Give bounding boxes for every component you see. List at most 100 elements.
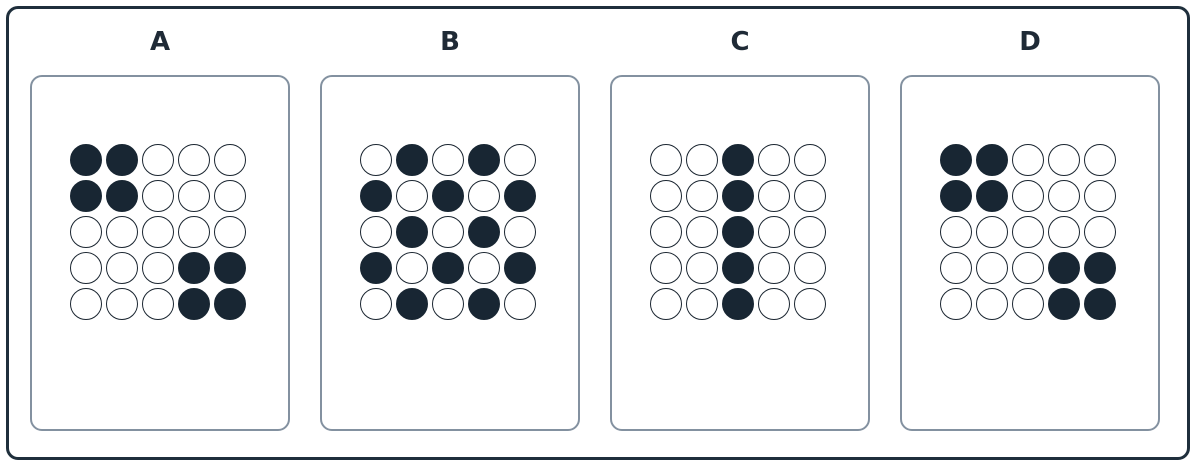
empty-dot xyxy=(142,180,174,212)
empty-dot xyxy=(650,216,682,248)
empty-dot xyxy=(686,216,718,248)
filled-dot xyxy=(504,180,536,212)
filled-dot xyxy=(360,252,392,284)
empty-dot xyxy=(794,288,826,320)
empty-dot xyxy=(142,288,174,320)
empty-dot xyxy=(504,216,536,248)
filled-dot xyxy=(70,180,102,212)
empty-dot xyxy=(758,288,790,320)
empty-dot xyxy=(794,144,826,176)
filled-dot xyxy=(468,144,500,176)
filled-dot xyxy=(178,252,210,284)
empty-dot xyxy=(794,252,826,284)
empty-dot xyxy=(940,288,972,320)
empty-dot xyxy=(1012,144,1044,176)
option-card[interactable] xyxy=(30,75,290,431)
empty-dot xyxy=(976,288,1008,320)
empty-dot xyxy=(650,288,682,320)
filled-dot xyxy=(1048,288,1080,320)
empty-dot xyxy=(142,144,174,176)
empty-dot xyxy=(650,144,682,176)
empty-dot xyxy=(468,180,500,212)
empty-dot xyxy=(178,144,210,176)
option-card[interactable] xyxy=(610,75,870,431)
empty-dot xyxy=(1012,216,1044,248)
empty-dot xyxy=(1012,252,1044,284)
filled-dot xyxy=(396,288,428,320)
empty-dot xyxy=(396,180,428,212)
empty-dot xyxy=(504,288,536,320)
filled-dot xyxy=(468,288,500,320)
empty-dot xyxy=(758,216,790,248)
empty-dot xyxy=(1048,180,1080,212)
empty-dot xyxy=(686,180,718,212)
filled-dot xyxy=(1084,252,1116,284)
option-label: A xyxy=(149,27,171,57)
option-d[interactable]: D xyxy=(900,0,1160,470)
empty-dot xyxy=(976,216,1008,248)
option-label: D xyxy=(1019,27,1041,57)
filled-dot xyxy=(106,180,138,212)
dot-grid xyxy=(650,144,826,320)
empty-dot xyxy=(360,288,392,320)
filled-dot xyxy=(214,288,246,320)
empty-dot xyxy=(432,216,464,248)
empty-dot xyxy=(432,288,464,320)
empty-dot xyxy=(758,252,790,284)
empty-dot xyxy=(1048,144,1080,176)
empty-dot xyxy=(976,252,1008,284)
filled-dot xyxy=(722,180,754,212)
empty-dot xyxy=(1012,288,1044,320)
empty-dot xyxy=(504,144,536,176)
option-c[interactable]: C xyxy=(610,0,870,470)
empty-dot xyxy=(758,180,790,212)
empty-dot xyxy=(432,144,464,176)
empty-dot xyxy=(468,252,500,284)
empty-dot xyxy=(1084,144,1116,176)
option-a[interactable]: A xyxy=(30,0,290,470)
empty-dot xyxy=(1084,216,1116,248)
empty-dot xyxy=(106,288,138,320)
filled-dot xyxy=(70,144,102,176)
dot-grid xyxy=(940,144,1116,320)
empty-dot xyxy=(70,288,102,320)
empty-dot xyxy=(940,216,972,248)
empty-dot xyxy=(794,216,826,248)
empty-dot xyxy=(360,144,392,176)
option-label: C xyxy=(730,27,750,57)
empty-dot xyxy=(70,216,102,248)
empty-dot xyxy=(1012,180,1044,212)
filled-dot xyxy=(214,252,246,284)
empty-dot xyxy=(178,216,210,248)
outer-frame xyxy=(6,6,1190,460)
empty-dot xyxy=(794,180,826,212)
empty-dot xyxy=(214,180,246,212)
option-b[interactable]: B xyxy=(320,0,580,470)
filled-dot xyxy=(722,288,754,320)
dot-grid xyxy=(360,144,536,320)
filled-dot xyxy=(178,288,210,320)
filled-dot xyxy=(396,144,428,176)
filled-dot xyxy=(396,216,428,248)
option-card[interactable] xyxy=(320,75,580,431)
option-card[interactable] xyxy=(900,75,1160,431)
empty-dot xyxy=(178,180,210,212)
filled-dot xyxy=(106,144,138,176)
filled-dot xyxy=(504,252,536,284)
empty-dot xyxy=(214,216,246,248)
empty-dot xyxy=(940,252,972,284)
empty-dot xyxy=(142,216,174,248)
filled-dot xyxy=(722,144,754,176)
filled-dot xyxy=(722,216,754,248)
filled-dot xyxy=(432,252,464,284)
empty-dot xyxy=(396,252,428,284)
empty-dot xyxy=(650,180,682,212)
filled-dot xyxy=(468,216,500,248)
empty-dot xyxy=(142,252,174,284)
empty-dot xyxy=(214,144,246,176)
empty-dot xyxy=(106,252,138,284)
empty-dot xyxy=(106,216,138,248)
empty-dot xyxy=(686,144,718,176)
filled-dot xyxy=(432,180,464,212)
empty-dot xyxy=(360,216,392,248)
